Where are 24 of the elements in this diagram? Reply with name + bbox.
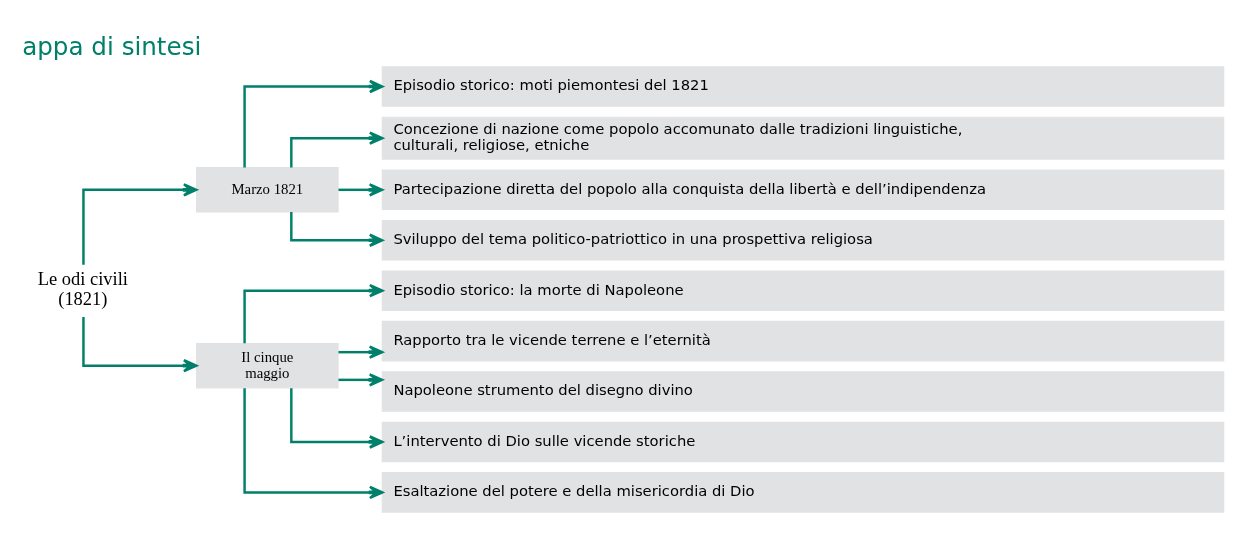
arrow bbox=[82, 183, 198, 265]
node-box: Marzo 1821 bbox=[196, 167, 339, 213]
arrow bbox=[290, 212, 384, 247]
arrow bbox=[290, 388, 384, 449]
node-text: Le odi civili (1821) bbox=[37, 268, 128, 310]
node-box: Partecipazione diretta del popolo alla conquista della libertà e dell’indipendenza bbox=[381, 169, 1225, 211]
arrow bbox=[338, 183, 384, 197]
node-box: Concezione di nazione come popolo accomunato dalle tradizioni linguistiche, culturali, religiose, etniche bbox=[381, 116, 1225, 160]
arrow bbox=[243, 283, 384, 344]
arrow bbox=[243, 388, 384, 500]
arrow bbox=[338, 345, 384, 359]
arrow bbox=[338, 373, 384, 387]
diagram-title: appa di sintesi bbox=[22, 31, 202, 61]
node-box: Esaltazione del potere e della misericordia di Dio bbox=[381, 472, 1225, 513]
arrow bbox=[290, 131, 384, 168]
arrow bbox=[82, 316, 198, 373]
node-box: L’intervento di Dio sulle vicende storiche bbox=[381, 421, 1225, 463]
node-box: Episodio storico: la morte di Napoleone bbox=[381, 270, 1225, 311]
node-box: Episodio storico: moti piemontesi del 1821 bbox=[381, 66, 1225, 107]
arrow bbox=[243, 79, 384, 168]
node-box: Sviluppo del tema politico-patriottico in una prospettiva religiosa bbox=[381, 219, 1225, 261]
node-box: Rapporto tra le vicende terrene e l’eternità bbox=[381, 320, 1225, 362]
node-box: Napoleone strumento del disegno divino bbox=[381, 371, 1225, 412]
node-box: Il cinque maggio bbox=[196, 342, 339, 389]
